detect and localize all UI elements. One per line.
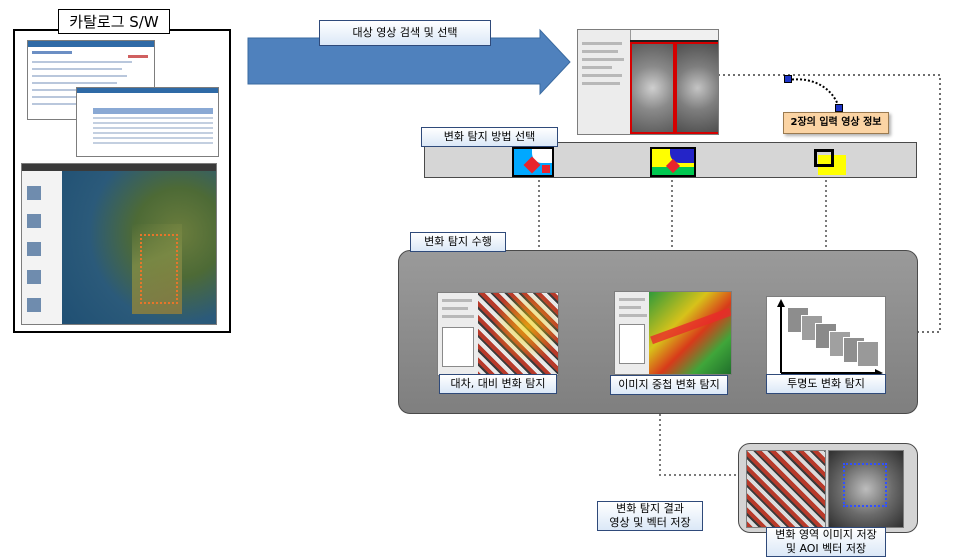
catalog-screenshot-map [21,163,217,325]
difference-method-icon[interactable] [512,147,554,177]
catalog-title: 카탈로그 S/W [58,9,170,34]
overlay-result-screenshot [614,291,732,375]
catalog-screenshot-table [76,87,219,157]
save-image-aoi [828,450,904,528]
input-image-2 [675,42,718,134]
result-label: 변화 탐지 결과 영상 및 벡터 저장 [597,501,703,531]
difference-result-screenshot [437,292,559,376]
input-images-screenshot [577,29,719,135]
search-select-label: 대상 영상 검색 및 선택 [319,20,491,46]
input-info-label: 2장의 입력 영상 정보 [783,112,889,134]
connector-handle [835,104,843,112]
overlay-method-icon[interactable] [650,147,696,177]
transparency-result-diagram [766,296,886,382]
save-image-difference [746,450,826,528]
method-select-label: 변화 탐지 방법 선택 [421,127,558,147]
execute-item-difference[interactable]: 대차, 대비 변화 탐지 [439,374,557,394]
execute-label: 변화 탐지 수행 [410,232,506,252]
execute-item-transparency[interactable]: 투명도 변화 탐지 [766,374,886,394]
result-label-line2: 영상 및 벡터 저장 [609,516,691,529]
input-image-1 [630,42,675,134]
connector-handle [784,75,792,83]
result-label-line1: 변화 탐지 결과 [616,502,684,515]
execute-item-overlay[interactable]: 이미지 중첩 변화 탐지 [610,375,728,395]
transparency-method-icon[interactable] [812,147,848,177]
save-label: 변화 영역 이미지 저장 및 AOI 벡터 저장 [766,527,886,557]
save-label-line2: 및 AOI 벡터 저장 [785,542,867,555]
save-label-line1: 변화 영역 이미지 저장 [775,528,877,541]
